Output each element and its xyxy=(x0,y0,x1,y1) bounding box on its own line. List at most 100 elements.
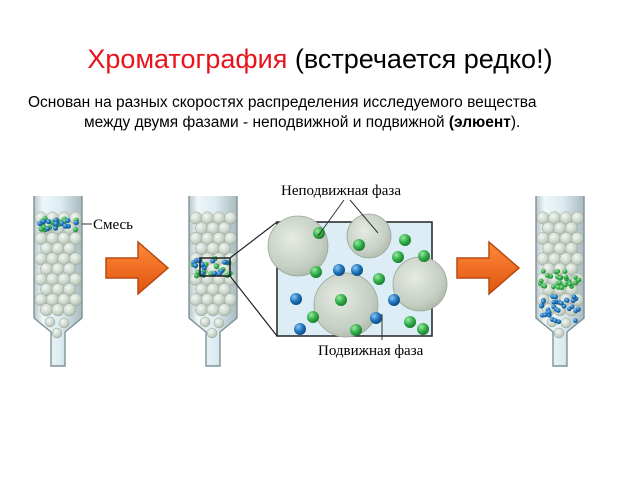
blue-particle xyxy=(199,270,205,276)
stationary-bead xyxy=(392,256,448,312)
bead xyxy=(199,316,211,328)
bead xyxy=(63,282,76,296)
blue-particle xyxy=(541,299,546,304)
blue-particle xyxy=(555,307,561,313)
green-particle xyxy=(567,281,573,287)
stationary-phase-pointers xyxy=(317,199,379,237)
blue-particle xyxy=(44,226,51,232)
description-line-2-wrap: между двумя фазами - неподвижной и подви… xyxy=(28,113,628,133)
bead xyxy=(63,242,76,256)
green-particle xyxy=(572,280,578,286)
green-particle xyxy=(350,324,362,336)
mobile-phase-label: Подвижная фаза xyxy=(318,343,424,359)
stationary-bead xyxy=(346,213,392,259)
column-beads xyxy=(34,211,82,339)
blue-particle xyxy=(564,297,570,303)
mixture-label: Смесь xyxy=(93,217,133,233)
green-particle xyxy=(542,283,548,289)
green-particle xyxy=(545,273,550,278)
green-particle xyxy=(72,227,79,233)
description-line-2: между двумя фазами - неподвижной и подви… xyxy=(84,114,445,131)
green-particle xyxy=(562,269,568,274)
bead xyxy=(560,317,572,329)
blue-particle xyxy=(542,312,548,318)
title-highlight: Хроматография xyxy=(87,44,288,74)
bead xyxy=(565,221,578,235)
green-particle xyxy=(392,251,404,263)
blue-particle xyxy=(573,308,579,314)
blue-particle xyxy=(552,318,558,323)
eluent-term: (элюент xyxy=(448,114,511,131)
green-particle xyxy=(310,266,322,278)
green-particle xyxy=(576,277,582,283)
blue-particle xyxy=(53,221,59,227)
bead xyxy=(553,327,565,339)
column-tube-start xyxy=(33,196,83,367)
green-particle xyxy=(399,234,411,246)
blue-particle xyxy=(551,299,557,305)
blue-particle xyxy=(216,271,223,277)
tube-outline xyxy=(535,196,585,367)
bead xyxy=(565,262,578,276)
blue-particle xyxy=(210,258,216,264)
tube-outline xyxy=(188,196,238,367)
bead xyxy=(218,303,231,317)
green-particle xyxy=(555,268,561,274)
blue-particle xyxy=(333,264,345,276)
blue-particle xyxy=(222,259,228,265)
right-arrow-icon xyxy=(456,240,521,296)
bead xyxy=(213,317,225,329)
green-particle xyxy=(373,273,385,285)
blue-particle xyxy=(62,223,68,229)
green-particle xyxy=(335,294,347,306)
sample-particles xyxy=(37,216,79,233)
bead xyxy=(63,262,76,276)
green-particle xyxy=(213,263,220,270)
blue-particle xyxy=(211,270,218,276)
bead xyxy=(51,303,65,317)
description: Основан на разных скоростях распределени… xyxy=(28,93,628,133)
zoom-callout xyxy=(199,221,278,337)
green-particle xyxy=(557,275,563,281)
green-particle xyxy=(404,316,416,328)
bead xyxy=(44,316,56,328)
column-tubes xyxy=(33,196,585,367)
bead xyxy=(63,303,76,317)
green-particle xyxy=(538,278,544,284)
title-rest: (встречается редко!) xyxy=(294,44,553,74)
bead xyxy=(206,303,220,317)
bead xyxy=(58,317,70,329)
green-particle xyxy=(557,280,563,286)
green-particle xyxy=(417,323,429,335)
blue-particle xyxy=(553,294,559,300)
sample-particles xyxy=(537,268,582,325)
green-particle xyxy=(540,268,546,274)
blue-particle xyxy=(370,312,382,324)
blue-particle xyxy=(559,300,564,306)
blue-particle xyxy=(294,323,306,335)
tube-outline xyxy=(33,196,83,367)
green-particle xyxy=(573,275,578,280)
blue-particle xyxy=(569,304,575,310)
green-particle xyxy=(551,284,556,290)
bead xyxy=(218,242,231,256)
bead xyxy=(218,221,231,235)
green-particle xyxy=(563,282,568,288)
bead xyxy=(206,327,218,339)
magnified-particles xyxy=(267,213,448,338)
blue-particle xyxy=(73,219,79,226)
description-closing: ). xyxy=(510,114,521,131)
column-tube-middle xyxy=(188,196,238,367)
blue-particle xyxy=(192,263,199,269)
blue-particle xyxy=(65,217,71,224)
blue-particle xyxy=(37,220,43,227)
blue-particle xyxy=(571,294,577,300)
bead xyxy=(565,242,578,256)
blue-particle xyxy=(53,217,59,223)
right-arrow-icon xyxy=(105,240,170,296)
stationary-phase-label: Неподвижная фаза xyxy=(281,183,401,199)
green-particle xyxy=(563,274,569,280)
blue-particle xyxy=(290,293,302,305)
green-particle xyxy=(559,285,565,291)
